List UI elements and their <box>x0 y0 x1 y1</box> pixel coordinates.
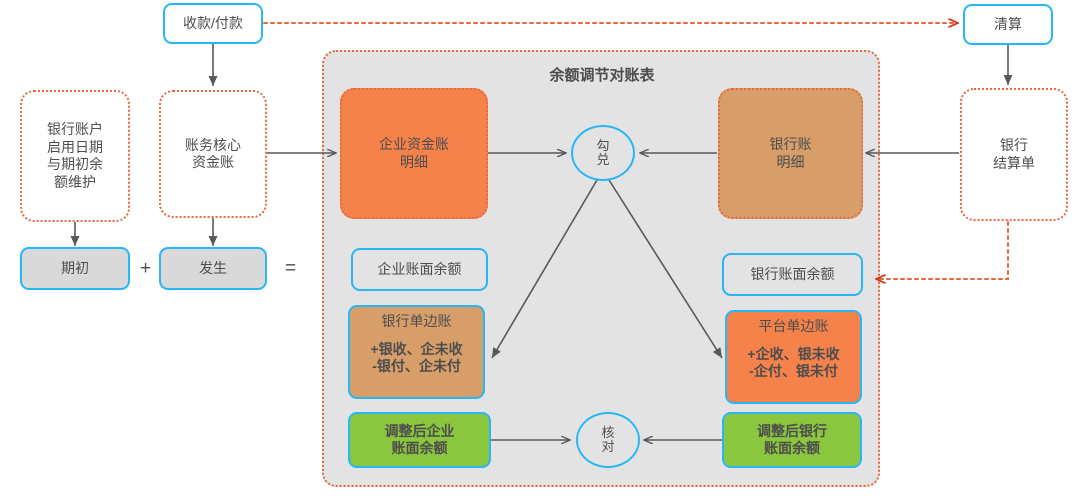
node-platform-unilateral[interactable]: 平台单边账 +企收、银未收 -企付、银未付 <box>725 310 862 404</box>
line-2: 明细 <box>400 153 428 170</box>
operator-plus: + <box>140 258 152 279</box>
line-2: 对 <box>601 439 615 454</box>
line-1: 调整后企业 <box>384 422 455 439</box>
line-2: 启用日期 <box>47 138 103 155</box>
node-bank-book-balance[interactable]: 银行账面余额 <box>722 253 863 296</box>
node-bank-account-setup[interactable]: 银行账户 启用日期 与期初余 额维护 <box>20 90 130 222</box>
line-1: +企收、银未收 <box>747 345 840 362</box>
line-2: 资金账 <box>192 154 234 170</box>
line-1: 银行账户 <box>47 121 103 137</box>
line-2: 结算单 <box>993 154 1035 171</box>
line-2: -银付、企未付 <box>372 358 461 374</box>
line-1: 勾 <box>596 138 610 154</box>
line-2: 兑 <box>596 152 610 167</box>
node-receipt-payment-label: 收款/付款 <box>183 14 243 31</box>
node-platform-unilateral-title: 平台单边账 <box>758 318 829 334</box>
node-occurrence[interactable]: 发生 <box>159 247 267 290</box>
panel-title: 余额调节对账表 <box>549 67 655 84</box>
line-2: 明细 <box>776 153 805 170</box>
node-enterprise-book-balance[interactable]: 企业账面余额 <box>351 248 488 291</box>
operator-equals: = <box>285 258 297 279</box>
node-bank-unilateral-title: 银行单边账 <box>381 313 452 329</box>
line-2: 账面余额 <box>764 440 820 456</box>
node-verify[interactable]: 核 对 <box>576 412 640 468</box>
line-2: -企付、银未付 <box>749 363 838 379</box>
node-adjusted-enterprise-balance[interactable]: 调整后企业 账面余额 <box>348 412 491 468</box>
node-accounting-core[interactable]: 账务核心 资金账 <box>159 90 267 218</box>
node-enterprise-book-balance-label: 企业账面余额 <box>377 260 462 277</box>
node-bank-statement[interactable]: 银行 结算单 <box>960 88 1068 221</box>
line-1: 账务核心 <box>185 136 241 153</box>
node-opening-balance-label: 期初 <box>61 259 89 276</box>
line-1: 核 <box>601 425 615 441</box>
line-3: 与期初余 <box>47 156 103 172</box>
line-2: 账面余额 <box>391 440 448 456</box>
line-4: 额维护 <box>54 173 96 190</box>
node-opening-balance[interactable]: 期初 <box>20 247 130 290</box>
node-settlement-label: 清算 <box>994 15 1022 32</box>
node-bank-unilateral[interactable]: 银行单边账 +银收、企未收 -银付、企未付 <box>348 305 485 399</box>
node-match[interactable]: 勾 兑 <box>571 125 635 181</box>
node-occurrence-label: 发生 <box>199 259 227 276</box>
line-1: 银行账 <box>769 136 812 152</box>
line-1: 企业资金账 <box>379 136 449 152</box>
node-settlement[interactable]: 清算 <box>963 4 1053 45</box>
line-1: 银行 <box>1000 137 1028 153</box>
node-bank-account-detail[interactable]: 银行账 明细 <box>718 88 863 219</box>
line-1: 调整后银行 <box>757 422 827 439</box>
node-adjusted-bank-balance[interactable]: 调整后银行 账面余额 <box>722 412 862 468</box>
node-enterprise-fund-detail[interactable]: 企业资金账 明细 <box>340 88 488 219</box>
line-1: +银收、企未收 <box>370 340 463 357</box>
node-bank-book-balance-label: 银行账面余额 <box>750 265 835 282</box>
node-receipt-payment[interactable]: 收款/付款 <box>163 3 263 44</box>
